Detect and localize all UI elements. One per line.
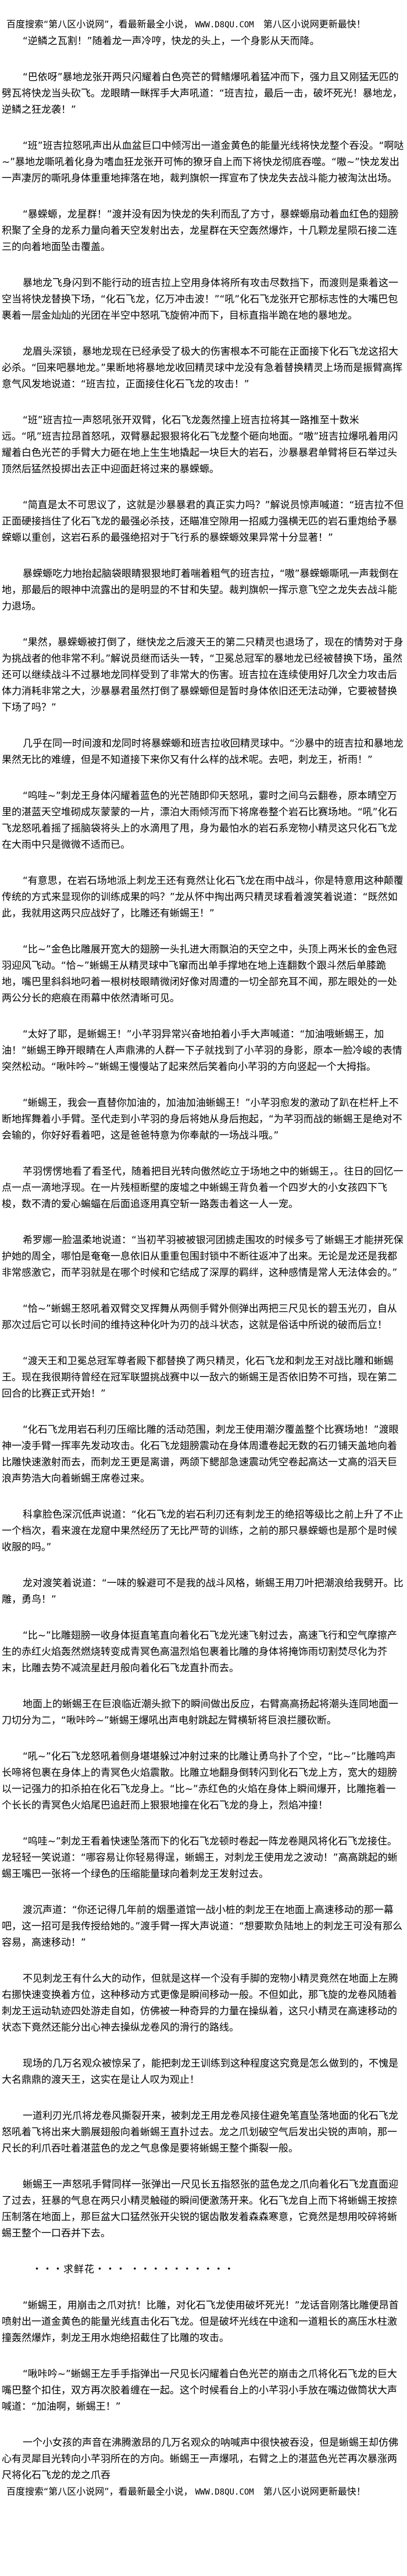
story-paragraph: “果然，暴蝾螈被打倒了，继快龙之后渡天王的第二只精灵也退场了，现在的情势对于身为… — [2, 637, 404, 713]
story-paragraph: “巴依呀”暴地龙张开两只闪耀着白色亮芒的臂鳍爆吼着猛冲而下，强力且又刚猛无匹的劈… — [2, 72, 402, 116]
story-paragraph: 不见刺龙王有什么大的动作，但就是这样一个没有手脚的宠物小精灵竟然在地面上左腾右挪… — [2, 1973, 398, 2033]
story-paragraph: 渡沉声道：“你还记得几年前的烟墨道馆一战小桩的刺龙王在地面上高速移动的那一幕吧，… — [2, 1904, 403, 1949]
story-paragraph: “逆鳞之瓦割！”随着龙一声冷哼，快龙的头上，一个身影从天而降。 — [23, 35, 320, 47]
story-paragraph: 芊羽愣愣地看了看圣代，随着把目光转向傲然屹立于场地之中的蜥蜴王，。往日的回忆一点… — [2, 1166, 404, 1210]
story-paragraph: “呜哇~”刺龙王身体闪耀着蓝色的光芒随即仰天怒吼，霎时之间乌云翻卷，原本晴空万里… — [2, 790, 398, 851]
story-paragraph: “化石飞龙用岩石利刃压缩比雕的活动范围，刺龙王使用潮汐覆盖整个比赛场地！”渡眼神… — [2, 1424, 399, 1485]
story-paragraph: “班”班吉拉一声怒吼张开双臂，化石飞龙轰然撞上班吉拉将其一路推至十数米远。“吼”… — [2, 415, 398, 475]
header-banner: 百度搜索“第八区小说网”，看最新最全小说，WWW.D8QU.COM 第八区小说网更… — [2, 16, 405, 33]
banner-url: WWW.D8QU.COM — [195, 20, 254, 30]
story-paragraph: “呜哇~”刺龙王看着快速坠落而下的化石飞龙顿时卷起一阵龙卷飓风将化石飞龙接住。龙… — [2, 1836, 398, 1880]
story-paragraph: 暴蝾螈吃力地抬起脑袋眼睛狠狠地盯着喘着粗气的班吉拉，“嗷”暴蝾螈嘶吼一声栽倒在地… — [2, 568, 399, 612]
section-separator: ・・・求鲜花・・・ ・・・・・・・・・・ — [32, 2264, 235, 2275]
story-paragraph: “蜥蜴王，我会一直替你加油的，加油加油蜥蜴王！”小芊羽愈发的激动了趴在栏杆上不断… — [2, 1097, 402, 1141]
story-paragraph: “渡天王和卫冕总冠军尊者殿下都替换了两只精灵，化石飞龙和刺龙王对战比雕和蜥蜴王。… — [2, 1355, 397, 1400]
story-paragraph: “太好了耶，是蜥蜴王！”小芊羽异常兴奋地拍着小手大声喊道：“加油哦蜥蜴王，加油！… — [2, 1029, 402, 1073]
story-paragraph: 地面上的蜥蜴王在巨浪临近潮头掀下的瞬间做出反应，右臂高高扬起将潮头连同地面一刀切… — [2, 1699, 398, 1726]
story-paragraph: 蜥蜴王一声怒吼手臂同样一张弹出一尺见长五指怒张的蓝色龙之爪向着化石飞龙直面迎了过… — [2, 2179, 398, 2239]
story-paragraph: “班”班吉拉怒吼声出从血盆巨口中倾泻出一道金黄色的能量光线将快龙整个吞没。“啊哒… — [2, 140, 404, 184]
chapter-body: “逆鳞之瓦割！”随着龙一声冷哼，快龙的头上，一个身影从天而降。 “巴依呀”暴地龙张… — [2, 33, 405, 2484]
story-paragraph: “恰~”蜥蜴王怒吼着双臂交叉挥舞从两侧手臂外侧弹出两把三尺见长的碧玉光刃，自从那… — [2, 1303, 397, 1331]
story-paragraph: 一道利刃光爪将龙卷风撕裂开来，被刺龙王用龙卷风接住避免笔直坠落地面的化石飞龙怒吼… — [2, 2110, 398, 2154]
banner-suffix: 第八区小说网更新最快！ — [263, 19, 366, 30]
banner-suffix: 第八区小说网更新最快！ — [263, 2486, 366, 2497]
story-paragraph: “有意思，在岩石场地派上刺龙王还有竟然让化石飞龙在雨中战斗，你是特意用这种颠覆传… — [2, 875, 404, 919]
story-paragraph: “啾咔吟~”蜥蜴王左手手指弹出一尺见长闪耀着白色光芒的崩击之爪将化石飞龙的巨大嘴… — [2, 2368, 397, 2413]
banner-prefix: 百度搜索“第八区小说网”，看最新最全小说， — [6, 2486, 193, 2497]
banner-prefix: 百度搜索“第八区小说网”，看最新最全小说， — [6, 19, 193, 30]
story-paragraph: 龙眉头深锁，暴地龙现在已经承受了极大的伤害根本不可能在正面接下化石飞龙这招大必杀… — [2, 346, 403, 390]
footer-banner: 百度搜索“第八区小说网”，看最新最全小说，WWW.D8QU.COM 第八区小说网更… — [2, 2484, 405, 2500]
story-paragraph: 现场的几万名观众被惊呆了，能把刺龙王训练到这种程度这究竟是怎么做到的，不愧是大名… — [2, 2058, 398, 2086]
story-paragraph: “吼~”化石飞龙怒吼着侧身堪堪躲过冲射过来的比雕让勇鸟扑了个空，“比~”比雕鸣声… — [2, 1751, 397, 1811]
story-paragraph: 科拿脸色深沉低声说道：“化石飞龙的岩石利刃还有刺龙王的绝招等级比之前上升了不止一… — [2, 1509, 404, 1553]
story-paragraph: 几乎在同一时间渡和龙同时将暴蝾螈和班吉拉收回精灵球中。“沙暴中的班吉拉和暴地龙果… — [2, 738, 404, 766]
story-paragraph: “暴蝾螈，龙星群！”渡并没有因为快龙的失利而乱了方寸，暴蝾螈扇动着血红色的翅膀积… — [2, 209, 399, 253]
story-paragraph: “比~”比雕翅膀一收身体挺直笔直向着化石飞龙光速飞射过去，高速飞行和空气摩擦产生… — [2, 1630, 397, 1674]
banner-url: WWW.D8QU.COM — [195, 2488, 254, 2497]
story-paragraph: 暴地龙飞身闪到不能行动的班吉拉上空用身体将所有攻击尽数挡下，而渡则是乘着这一空当… — [2, 277, 398, 322]
story-paragraph: “比~”金色比雕展开宽大的翅膀一头扎进大雨飘泊的天空之中，头顶上两米长的金色冠羽… — [2, 944, 397, 1004]
story-paragraph: 龙对渡笑着说道：“一味的躲避可不是我的战斗风格，蜥蜴王用刀叶把潮浪给我劈开。比雕… — [2, 1578, 404, 1605]
story-paragraph: 一个小女孩的声音在沸腾激昂的几万名观众的呐喊声中很快被吞没，但是蜥蜴王却仿佛心有… — [2, 2437, 398, 2481]
story-paragraph: “简直是太不可思议了，这就是沙暴暴君的真正实力吗？”解说员惊声喊道：“班吉拉不但… — [2, 499, 404, 544]
story-paragraph: 希罗娜一脸温柔地说道：“当初芊羽被被银河团掳走围攻的时候多亏了蜥蜴王才能拼死保护… — [2, 1235, 404, 1279]
story-paragraph: “蜥蜴王，用崩击之爪对抗！比雕，对化石飞龙使用破坏死光！”龙话音刚落比雕便昂首喷… — [2, 2300, 399, 2344]
